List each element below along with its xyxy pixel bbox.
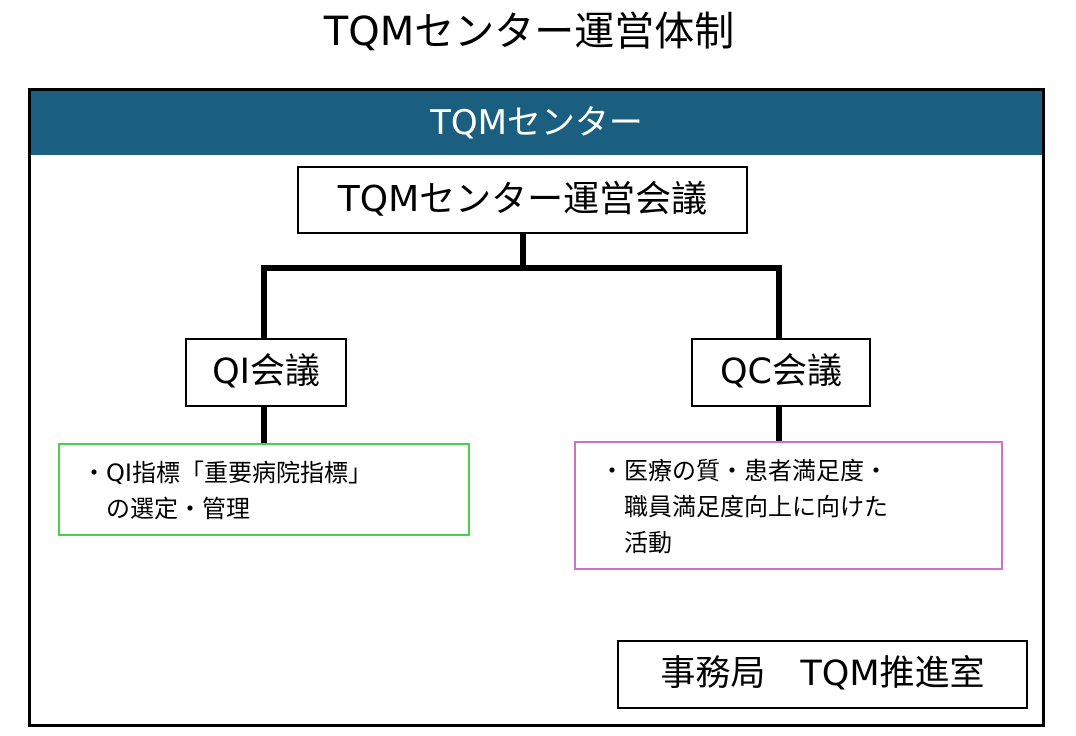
qi-description-box: ・QI指標「重要病院指標」 の選定・管理 bbox=[58, 443, 470, 536]
tqm-center-header: TQMセンター bbox=[31, 91, 1042, 155]
secretariat-box: 事務局 TQM推進室 bbox=[617, 640, 1028, 709]
connector-left-down bbox=[261, 265, 267, 339]
operations-meeting-box: TQMセンター運営会議 bbox=[297, 166, 748, 234]
qi-meeting-box: QI会議 bbox=[185, 338, 347, 407]
connector-horizontal bbox=[261, 265, 782, 271]
page-title: TQMセンター運営体制 bbox=[323, 9, 735, 55]
connector-meeting-down bbox=[520, 234, 526, 270]
qc-description-line: ・医療の質・患者満足度・ bbox=[600, 457, 888, 485]
tqm-center-frame: TQMセンター bbox=[28, 88, 1045, 727]
connector-qc-note bbox=[776, 406, 782, 442]
qc-meeting-box: QC会議 bbox=[691, 338, 871, 407]
qi-description-line: ・QI指標「重要病院指標」 bbox=[82, 459, 372, 487]
qc-description-line: 活動 bbox=[624, 529, 672, 557]
qi-description-line: の選定・管理 bbox=[106, 495, 250, 523]
qc-description-line: 職員満足度向上に向けた bbox=[624, 493, 888, 521]
qc-description-box: ・医療の質・患者満足度・ 職員満足度向上に向けた 活動 bbox=[574, 441, 1003, 570]
connector-right-down bbox=[776, 265, 782, 339]
connector-qi-note bbox=[261, 406, 267, 444]
